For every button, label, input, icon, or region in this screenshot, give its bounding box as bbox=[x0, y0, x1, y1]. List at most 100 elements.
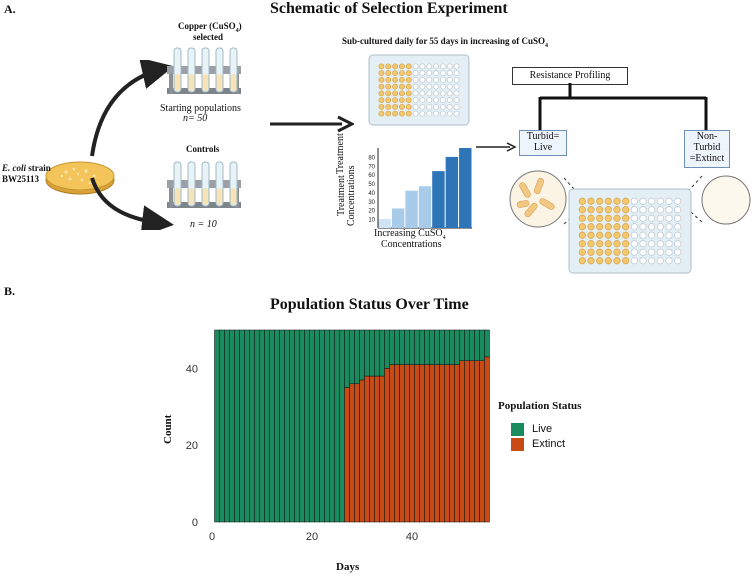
bar-live bbox=[464, 329, 470, 361]
empty-well bbox=[433, 63, 439, 70]
empty-well bbox=[426, 70, 433, 77]
y-tick-label: 20 bbox=[186, 440, 198, 452]
filled-well bbox=[405, 76, 412, 83]
bar-live bbox=[424, 329, 430, 365]
empty-well bbox=[419, 97, 426, 104]
filled-well bbox=[378, 76, 385, 83]
copper-label: Copper (CuSO4) bbox=[178, 21, 242, 34]
well-plate-2 bbox=[568, 188, 692, 274]
empty-well bbox=[433, 103, 439, 110]
bar-extinct bbox=[349, 383, 355, 523]
filled-well bbox=[392, 70, 398, 77]
filled-well bbox=[596, 240, 604, 248]
filled-well bbox=[399, 97, 405, 104]
filled-well bbox=[613, 248, 621, 256]
chart-title: Population Status Over Time bbox=[270, 296, 469, 313]
treatment-ytick: 80 bbox=[368, 155, 375, 161]
filled-well bbox=[405, 103, 412, 110]
empty-well bbox=[446, 110, 453, 117]
empty-well bbox=[433, 97, 439, 104]
empty-well bbox=[630, 206, 638, 214]
filled-well bbox=[613, 206, 621, 214]
filled-well bbox=[399, 90, 405, 97]
empty-well bbox=[453, 90, 460, 97]
bar-live bbox=[439, 329, 445, 365]
filled-well bbox=[385, 110, 392, 117]
treatment-ytick: 10 bbox=[368, 218, 375, 224]
treatment-xlabel-1: Increasing CuSO4 bbox=[374, 228, 446, 241]
empty-well bbox=[648, 206, 656, 214]
bar-live bbox=[284, 329, 290, 523]
empty-well bbox=[674, 248, 682, 256]
filled-well bbox=[587, 223, 595, 231]
bar-live bbox=[254, 329, 260, 523]
bar-live bbox=[274, 329, 280, 523]
bar-extinct bbox=[424, 364, 430, 523]
empty-well bbox=[674, 240, 682, 248]
empty-well bbox=[674, 231, 682, 239]
bar-live bbox=[214, 329, 220, 523]
filled-well bbox=[596, 257, 604, 265]
magnified-live-icon bbox=[509, 170, 567, 228]
bar-live bbox=[404, 329, 410, 365]
filled-well bbox=[392, 83, 398, 90]
empty-well bbox=[433, 70, 439, 77]
bar-live bbox=[474, 329, 480, 361]
empty-well bbox=[446, 70, 453, 77]
empty-well bbox=[446, 103, 453, 110]
bar-extinct bbox=[439, 364, 445, 523]
filled-well bbox=[604, 197, 612, 205]
bar-extinct bbox=[344, 387, 350, 523]
bar-live bbox=[334, 329, 340, 523]
empty-well bbox=[648, 223, 656, 231]
empty-well bbox=[426, 103, 433, 110]
empty-well bbox=[665, 197, 673, 205]
empty-well bbox=[412, 83, 419, 90]
x-tick-label: 40 bbox=[406, 531, 418, 543]
filled-well bbox=[578, 231, 586, 239]
empty-well bbox=[453, 97, 460, 104]
bar-extinct bbox=[429, 364, 435, 523]
empty-well bbox=[665, 240, 673, 248]
empty-well bbox=[446, 83, 453, 90]
bar-extinct bbox=[404, 364, 410, 523]
empty-well bbox=[440, 97, 446, 104]
bar-live bbox=[469, 329, 475, 361]
bar-live bbox=[354, 329, 360, 385]
filled-well bbox=[378, 103, 385, 110]
empty-well bbox=[412, 110, 419, 117]
bar-live bbox=[319, 329, 325, 523]
filled-well bbox=[587, 197, 595, 205]
bar-live bbox=[329, 329, 335, 523]
bar-live bbox=[379, 329, 385, 377]
empty-well bbox=[426, 110, 433, 117]
bar-live bbox=[349, 329, 355, 385]
bar-live bbox=[239, 329, 245, 523]
controls-tube-rack-icon bbox=[165, 158, 243, 216]
filled-well bbox=[385, 76, 392, 83]
empty-well bbox=[656, 197, 664, 205]
empty-well bbox=[426, 76, 433, 83]
bar-extinct bbox=[454, 364, 460, 523]
filled-well bbox=[399, 110, 405, 117]
copper-n-label: n= 50 bbox=[183, 113, 208, 124]
bar-live bbox=[419, 329, 425, 365]
strain-label: E. coli strain bbox=[2, 163, 51, 173]
filled-well bbox=[385, 63, 392, 70]
filled-well bbox=[604, 214, 612, 222]
profiling-tree-lines bbox=[538, 83, 708, 131]
legend-swatch-live bbox=[511, 422, 524, 436]
empty-well bbox=[656, 248, 664, 256]
empty-well bbox=[656, 231, 664, 239]
bar-extinct bbox=[369, 375, 375, 523]
treatment-ytick: 50 bbox=[368, 182, 375, 188]
filled-well bbox=[385, 90, 392, 97]
filled-well bbox=[596, 206, 604, 214]
legend-label-live: Live bbox=[532, 423, 553, 436]
bar-live bbox=[219, 329, 225, 523]
bar-extinct bbox=[374, 375, 380, 523]
empty-well bbox=[433, 76, 439, 83]
empty-well bbox=[433, 110, 439, 117]
treatment-ytick: 30 bbox=[368, 200, 375, 206]
